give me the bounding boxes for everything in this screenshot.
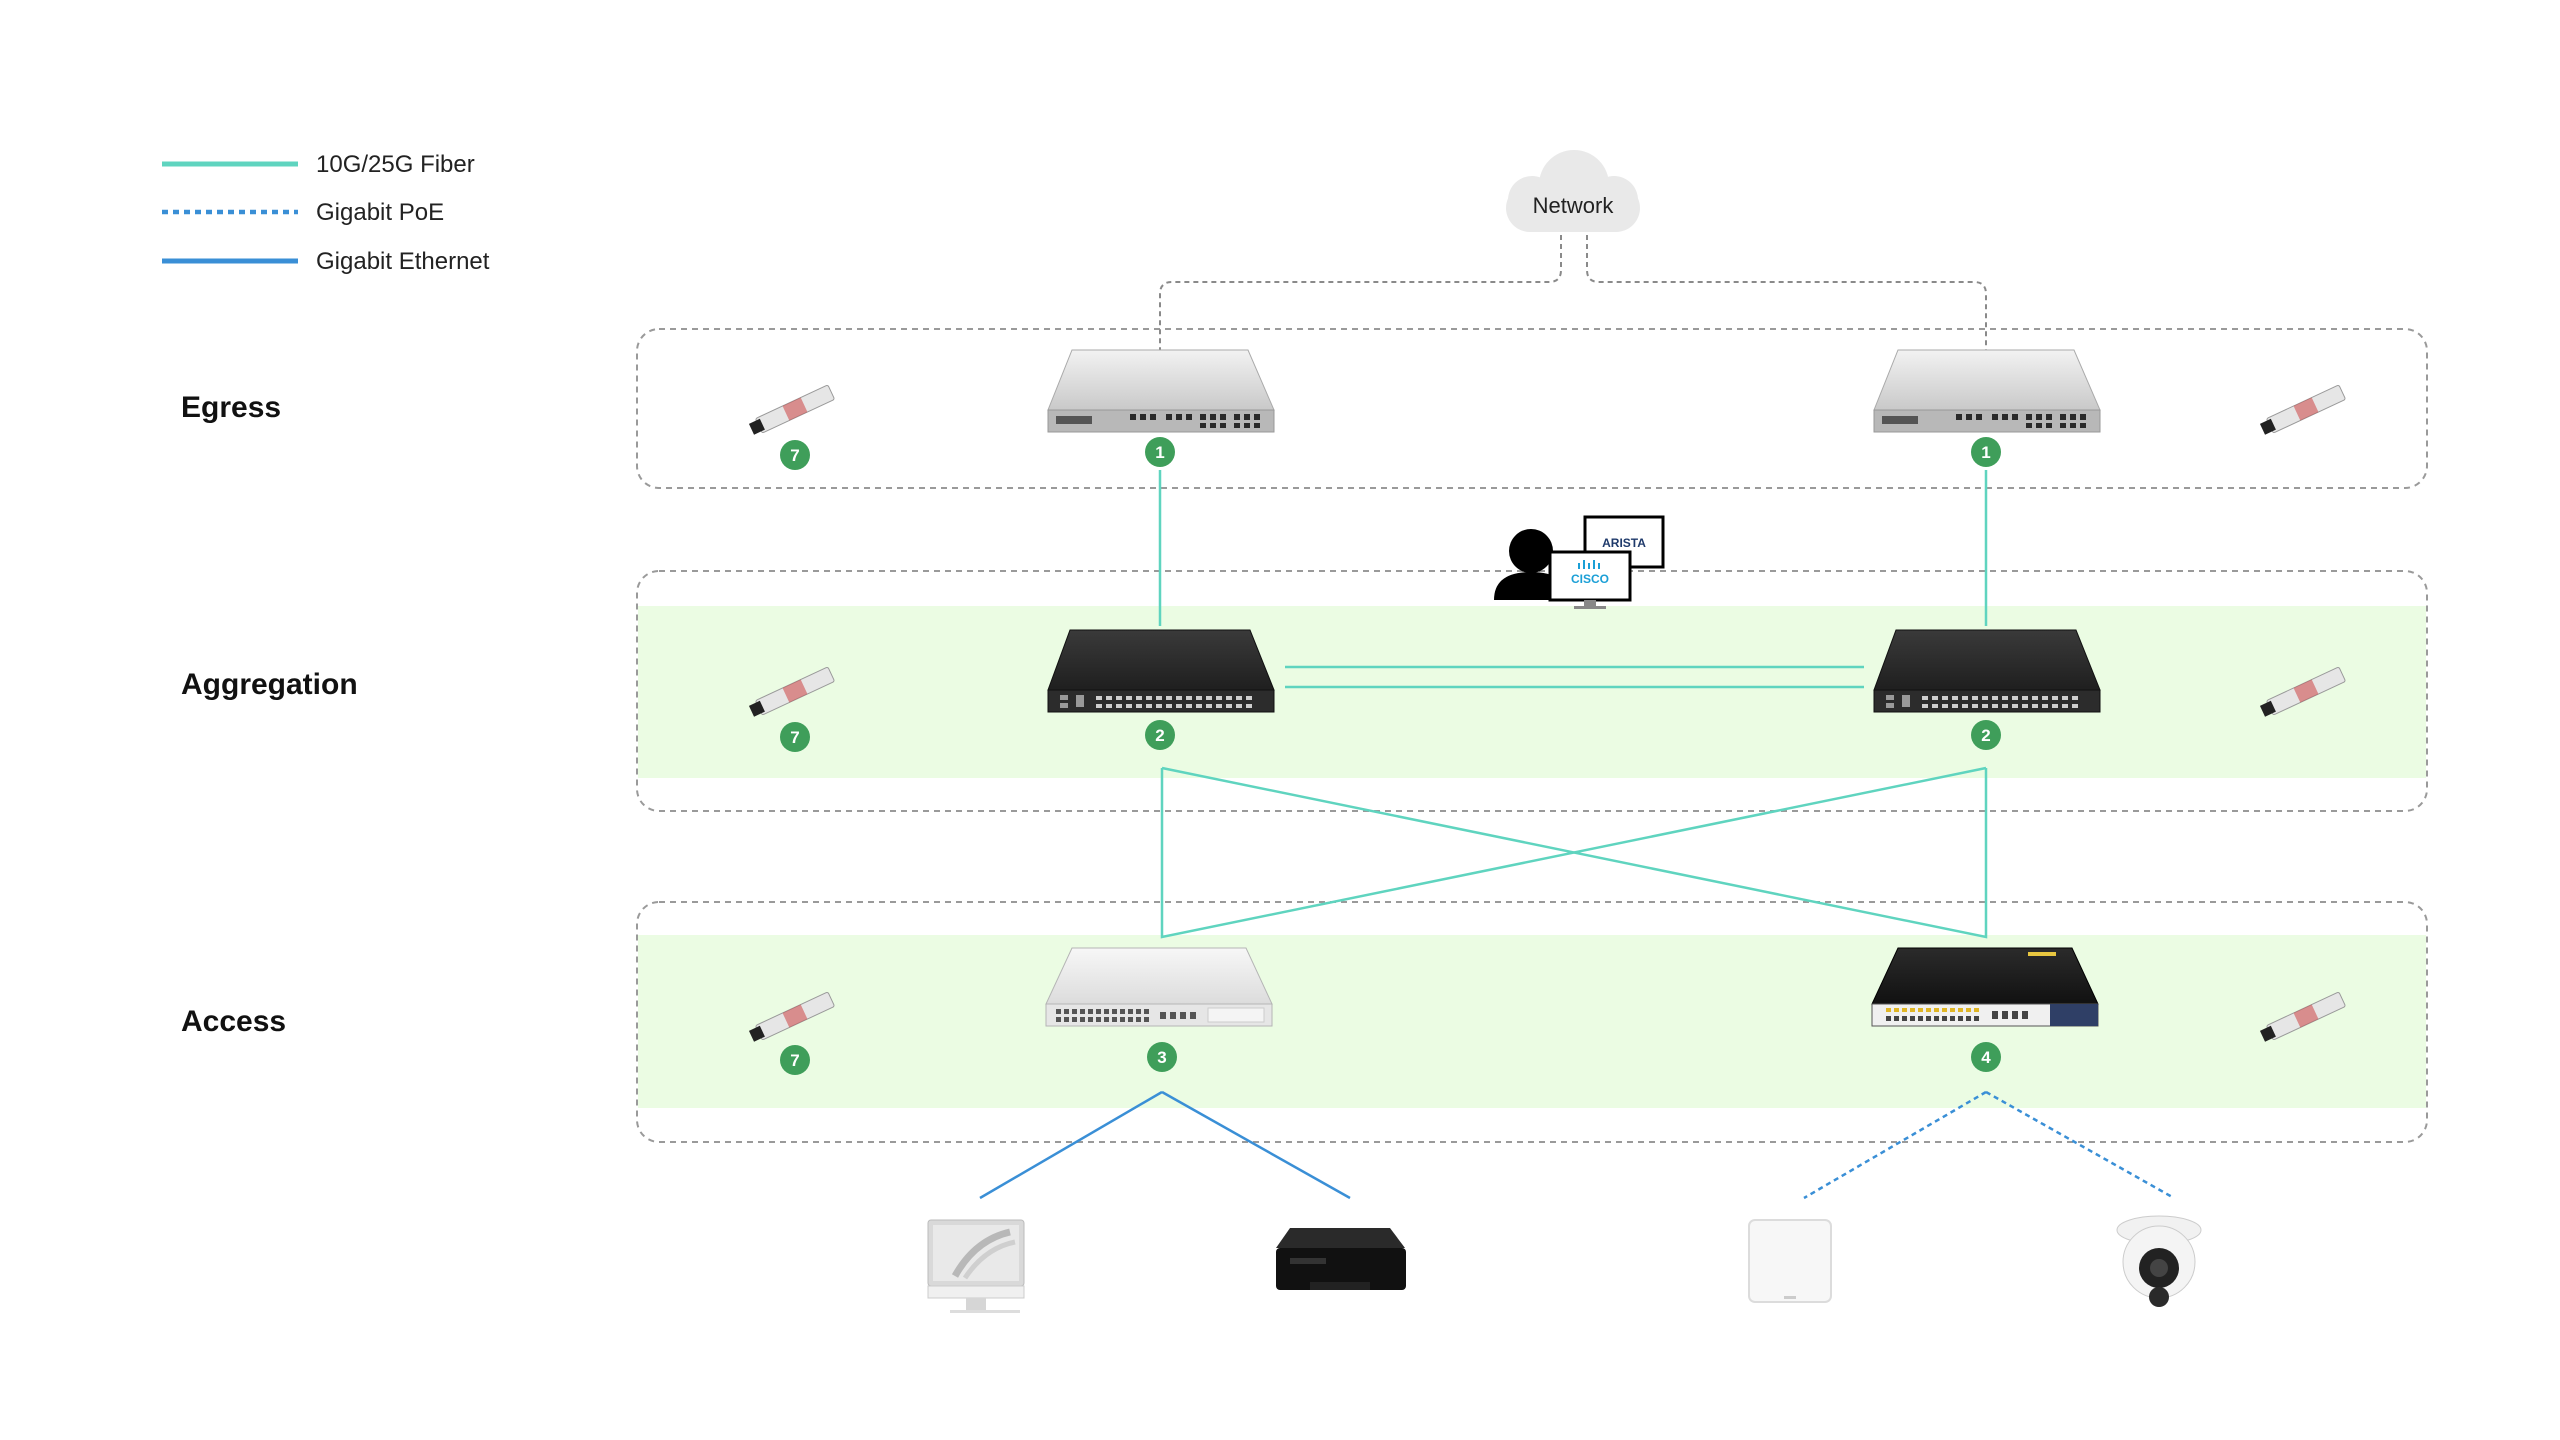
svg-text:2: 2 [1155, 726, 1164, 745]
svg-text:1: 1 [1981, 443, 1990, 462]
tier-box-egress [636, 328, 2428, 489]
legend-fiber-label: 10G/25G Fiber [316, 151, 475, 178]
cloud-icon: Network [1506, 150, 1640, 232]
svg-text:7: 7 [790, 446, 799, 465]
svg-text:4: 4 [1981, 1048, 1991, 1067]
vendor-arista-label: ARISTA [1602, 536, 1646, 550]
badge-aggregation-right: 2 [1971, 720, 2001, 750]
legend-ethernet-label: Gigabit Ethernet [316, 248, 490, 275]
egress-router-left-icon [1047, 349, 1275, 433]
tier-label-egress: Egress [181, 391, 281, 424]
transceiver-aggregation-left-icon [748, 667, 835, 717]
svg-text:2: 2 [1981, 726, 1990, 745]
tier-label-aggregation: Aggregation [181, 668, 358, 701]
svg-text:1: 1 [1155, 443, 1164, 462]
svg-text:7: 7 [790, 728, 799, 747]
badge-aggregation-left: 2 [1145, 720, 1175, 750]
tier-box-aggregation [636, 570, 2428, 812]
transceiver-egress-right-icon [2259, 385, 2346, 435]
transceiver-egress-left-icon [748, 385, 835, 435]
badge-access-right: 4 [1971, 1042, 2001, 1072]
access-switch-left-icon [1045, 947, 1273, 1027]
transceiver-access-left-icon [748, 992, 835, 1042]
poe-links [1803, 1090, 2175, 1200]
tier-label-access: Access [181, 1005, 286, 1038]
transceiver-aggregation-right-icon [2259, 667, 2346, 717]
transceiver-access-right-icon [2259, 992, 2346, 1042]
printer-icon [1276, 1228, 1406, 1290]
ethernet-links [979, 1090, 1351, 1200]
ip-camera-icon [2116, 1215, 2202, 1307]
badge-transceiver-egress: 7 [780, 440, 810, 470]
cloud-label: Network [1533, 193, 1615, 218]
monitor-cisco-icon: CISCO [1548, 550, 1632, 609]
tier-box-access [636, 901, 2428, 1143]
badge-transceiver-aggregation: 7 [780, 722, 810, 752]
badge-transceiver-access: 7 [780, 1045, 810, 1075]
vendor-cisco-label: CISCO [1571, 572, 1609, 586]
aggregation-switch-left-icon [1047, 629, 1275, 713]
aggregation-switch-right-icon [1873, 629, 2101, 713]
svg-text:3: 3 [1157, 1048, 1166, 1067]
cloud-link-left [1159, 235, 1562, 350]
legend: 10G/25G Fiber Gigabit PoE Gigabit Ethern… [162, 151, 490, 275]
badge-egress-left: 1 [1145, 437, 1175, 467]
access-switch-right-icon [1871, 947, 2099, 1027]
access-point-icon [1748, 1219, 1832, 1303]
egress-router-right-icon [1873, 349, 2101, 433]
cloud-link-right [1586, 235, 1987, 350]
badge-egress-right: 1 [1971, 437, 2001, 467]
badge-access-left: 3 [1147, 1042, 1177, 1072]
svg-text:7: 7 [790, 1051, 799, 1070]
fiber-links [1158, 470, 1988, 939]
legend-poe-label: Gigabit PoE [316, 199, 444, 226]
imac-icon [927, 1219, 1025, 1313]
